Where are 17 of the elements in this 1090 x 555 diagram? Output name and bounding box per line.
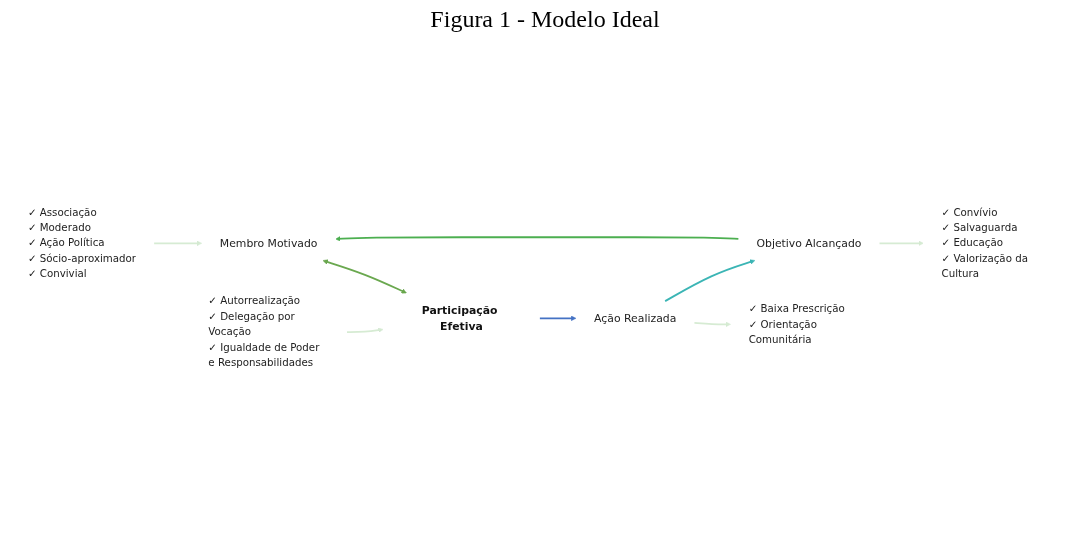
node-text: ✓ Baixa Prescrição ✓ Orientação Comunitária (748, 302, 845, 346)
arrow (878, 240, 924, 247)
arrow (153, 240, 202, 247)
node-text: Participação Efetiva (421, 304, 498, 334)
arrow (322, 259, 407, 294)
node-text: ✓ Autorrealização ✓ Delegação por Vocação ✓ Igualdade de Poder e Responsabilidades (208, 295, 320, 369)
node-text: Membro Motivado (219, 237, 318, 250)
node-text: ✓ Associação ✓ Moderado ✓ Ação Política ✓ Sócio-aproximador ✓ Convivial (27, 206, 137, 280)
arrow (693, 322, 731, 328)
diagram-title: Figura 1 - Modelo Ideal (429, 6, 661, 33)
node-text: ✓ Convívio ✓ Salvaguarda ✓ Educação ✓ Valorização da Cultura (941, 206, 1028, 280)
arrow (664, 259, 756, 303)
node-text: Objetivo Alcançado (756, 237, 862, 250)
arrow (346, 327, 384, 334)
node-text: Ação Realizada (594, 312, 677, 325)
arrow (335, 236, 740, 242)
arrow (538, 316, 577, 322)
